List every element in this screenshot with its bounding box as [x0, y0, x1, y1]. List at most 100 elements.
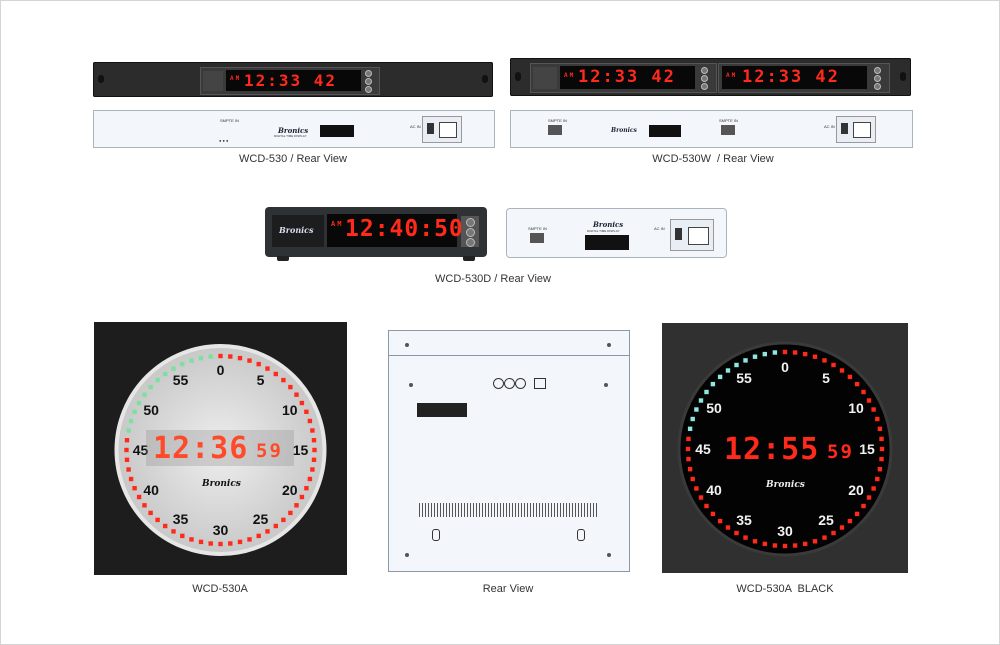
button-3[interactable]	[466, 238, 475, 247]
led-dot	[698, 398, 704, 403]
caption-wcd530w: WCD-530W / Rear View	[652, 153, 774, 165]
dial-ring-svg	[677, 341, 893, 557]
led-dot	[782, 349, 788, 355]
wcd530d-rear-unit: SMPTE IN Bronics DIGITAL TIME DISPLAY AC…	[506, 208, 727, 258]
power-inlet	[836, 116, 876, 143]
dial-number: 15	[292, 441, 309, 458]
iec-socket	[439, 122, 457, 138]
button-3[interactable]	[701, 83, 708, 90]
dial-number: 30	[777, 522, 793, 539]
top-rail	[389, 355, 629, 356]
led-dot	[792, 350, 798, 355]
product-line-label: DIGITAL TIME DISPLAY	[587, 229, 620, 233]
ampm-indicator: AM	[564, 72, 576, 79]
dial-ring-svg	[114, 344, 327, 556]
button-2[interactable]	[874, 75, 881, 82]
led-dot	[877, 426, 883, 431]
button-2[interactable]	[365, 78, 372, 85]
led-dot	[879, 446, 885, 452]
led-dot	[310, 467, 315, 472]
button-1[interactable]	[701, 67, 708, 74]
knob-1[interactable]	[493, 378, 504, 389]
led-dot	[752, 539, 758, 544]
smpte-connector	[534, 378, 546, 389]
led-dot	[265, 529, 270, 534]
led-dot	[803, 541, 808, 547]
screw	[607, 343, 611, 347]
led-dot	[762, 541, 767, 547]
led-dot	[136, 494, 142, 500]
foot-right	[463, 256, 475, 261]
knob-3[interactable]	[515, 378, 526, 389]
led-dot	[288, 510, 293, 516]
label-block: Bronics	[272, 215, 324, 247]
button-3[interactable]	[874, 83, 881, 90]
brand-logo: Bronics	[611, 127, 637, 134]
led-dot	[132, 486, 137, 491]
dial-number: 10	[282, 401, 298, 418]
led-dot	[839, 368, 845, 373]
wcd530w-front-panel: AM 12:33 42 AM 12:33 42	[510, 58, 911, 96]
led-dot	[148, 510, 153, 516]
led-dot	[877, 467, 883, 472]
led-dot	[717, 518, 723, 524]
brand-logo: Bronics	[278, 126, 309, 135]
button-1[interactable]	[365, 70, 372, 77]
led-dot	[803, 351, 808, 357]
led-dot	[690, 476, 695, 482]
button-1[interactable]	[466, 218, 475, 227]
led-dot	[725, 525, 731, 530]
led-dot	[198, 355, 204, 361]
led-dot	[299, 400, 305, 406]
led-dot	[782, 543, 788, 549]
led-dot	[171, 366, 176, 371]
led-dot	[686, 456, 691, 462]
label-block	[203, 71, 223, 91]
led-dot	[792, 543, 798, 548]
button-3[interactable]	[365, 86, 372, 93]
led-dot	[710, 381, 716, 387]
display-module: AM 12:33 42	[200, 67, 380, 95]
led-dot	[772, 350, 778, 355]
led-dot	[128, 418, 134, 424]
dial-number: 50	[706, 399, 722, 416]
led-dot	[228, 354, 233, 359]
terminal-block-2	[721, 125, 735, 135]
vent-slots	[419, 503, 599, 517]
led-dot	[822, 358, 827, 363]
button-1[interactable]	[874, 67, 881, 74]
time-readout: 12:40:50	[345, 216, 464, 242]
led-dot	[142, 503, 147, 508]
dial-number: 50	[143, 401, 159, 418]
screw	[604, 383, 608, 387]
button-2[interactable]	[701, 75, 708, 82]
led-dot	[126, 467, 131, 472]
led-dot	[273, 523, 278, 529]
led-dot	[218, 353, 223, 359]
led-dot	[281, 377, 286, 383]
led-window: AM 12:40:50	[327, 214, 463, 247]
led-dot	[710, 511, 716, 517]
led-dot	[299, 494, 305, 500]
power-switch[interactable]	[427, 123, 434, 134]
brand-logo: Bronics	[766, 480, 805, 490]
ampm-indicator: AM	[726, 72, 738, 79]
led-dot	[189, 537, 194, 542]
led-dot	[124, 438, 130, 443]
led-dot	[310, 428, 315, 433]
dial-number: 20	[282, 481, 298, 498]
ac-in-label: AC IN	[824, 124, 835, 129]
dial-face	[677, 341, 893, 557]
led-dot	[124, 447, 129, 453]
led-dot	[752, 354, 758, 359]
knob-2[interactable]	[504, 378, 515, 389]
rating-plate	[585, 235, 629, 250]
rating-plate	[649, 125, 681, 137]
power-switch[interactable]	[675, 228, 682, 240]
led-ring	[685, 349, 885, 549]
button-2[interactable]	[466, 228, 475, 237]
power-switch[interactable]	[841, 123, 848, 134]
rack-ear-right	[482, 75, 488, 83]
